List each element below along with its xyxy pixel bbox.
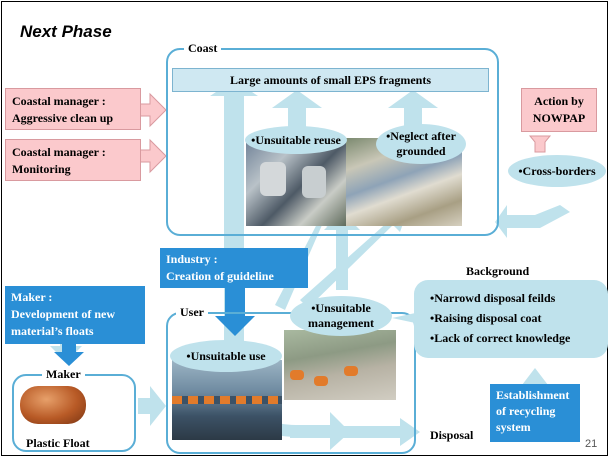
unsuitable-reuse-oval: •Unsuitable reuse (245, 126, 347, 154)
aggressive-line-2: Aggressive clean up (12, 111, 114, 125)
float-line (172, 396, 282, 404)
unsuitable-use-oval: •Unsuitable use (170, 340, 282, 372)
aggressive-line-1: Coastal manager : (12, 94, 106, 108)
neglect-line-1: •Neglect after (386, 129, 456, 143)
unsuitable-management-oval: •Unsuitable management (290, 296, 392, 336)
background-item: •Narrowd disposal feilds (430, 291, 556, 305)
arrow-up-industry (210, 80, 258, 400)
action-nowpap: Action by NOWPAP (521, 88, 597, 132)
float-piece (314, 376, 328, 386)
industry-box: Industry : Creation of guideline (160, 248, 308, 288)
cross-borders-oval: •Cross-borders (508, 155, 606, 187)
arrow-diag-2 (300, 205, 410, 308)
recycling-line-3: system (496, 420, 531, 434)
management-line-1: •Unsuitable (311, 301, 371, 315)
coast-region (166, 48, 499, 236)
arrow-up-management (324, 212, 360, 290)
maker-box-line-3: material’s floats (11, 324, 94, 338)
page-number: 21 (585, 438, 598, 450)
management-line-2: management (308, 316, 374, 330)
background-item: •Lack of correct knowledge (430, 331, 571, 345)
eps-banner: Large amounts of small EPS fragments (172, 68, 489, 92)
nowpap-line-1: Action by (534, 94, 584, 108)
background-item: •Raising disposal coat (430, 311, 542, 325)
recycling-line-2: of recycling (496, 404, 556, 418)
recycling-box: Establishment of recycling system (490, 384, 580, 442)
maker-label: Maker (42, 367, 85, 381)
arrow-nowpap (528, 135, 552, 153)
user-photo-beach (284, 330, 396, 400)
arrow-maker-box-down (54, 342, 84, 366)
industry-line-1: Industry : (166, 252, 218, 266)
user-photo-water (172, 360, 282, 440)
background-heading: Background (466, 264, 530, 278)
user-label: User (176, 305, 208, 319)
arrow-user-curve (238, 395, 350, 450)
maker-box-line-1: Maker : (11, 290, 53, 304)
arrow-monitoring (139, 138, 167, 174)
monitoring-line-1: Coastal manager : (12, 145, 106, 159)
nowpap-line-2: NOWPAP (532, 111, 586, 125)
arrow-cross-borders (495, 205, 570, 238)
float-reuse-figure (260, 162, 286, 196)
float-reuse-figure (302, 166, 326, 198)
float-piece (344, 366, 358, 376)
arrow-disposal (290, 418, 420, 446)
arrow-aggressive (139, 92, 167, 128)
arrow-maker-user (138, 386, 166, 426)
arrow-up-reuse (272, 90, 322, 128)
arrow-industry-down (215, 282, 255, 336)
industry-line-2: Creation of guideline (166, 269, 274, 283)
monitoring-line-2: Monitoring (12, 162, 71, 176)
maker-box-line-2: Development of new (11, 307, 115, 321)
coastal-manager-aggressive: Coastal manager : Aggressive clean up (5, 88, 141, 130)
neglect-oval: •Neglect after grounded (376, 124, 466, 164)
coastal-manager-monitoring: Coastal manager : Monitoring (5, 139, 141, 181)
arrow-recycle-up (522, 368, 548, 392)
maker-development-box: Maker : Development of new material’s fl… (5, 286, 145, 344)
plastic-float-label: Plastic Float (26, 436, 90, 450)
slide-title: Next Phase (20, 22, 112, 41)
float-piece (290, 370, 304, 380)
plastic-float-image (20, 386, 86, 424)
arrow-up-neglect (388, 90, 438, 128)
disposal-label: Disposal (430, 428, 474, 442)
coast-label: Coast (184, 41, 222, 55)
background-callout: •Narrowd disposal feilds •Raising dispos… (414, 280, 608, 358)
neglect-line-2: grounded (396, 144, 446, 158)
recycling-line-1: Establishment (496, 388, 570, 402)
